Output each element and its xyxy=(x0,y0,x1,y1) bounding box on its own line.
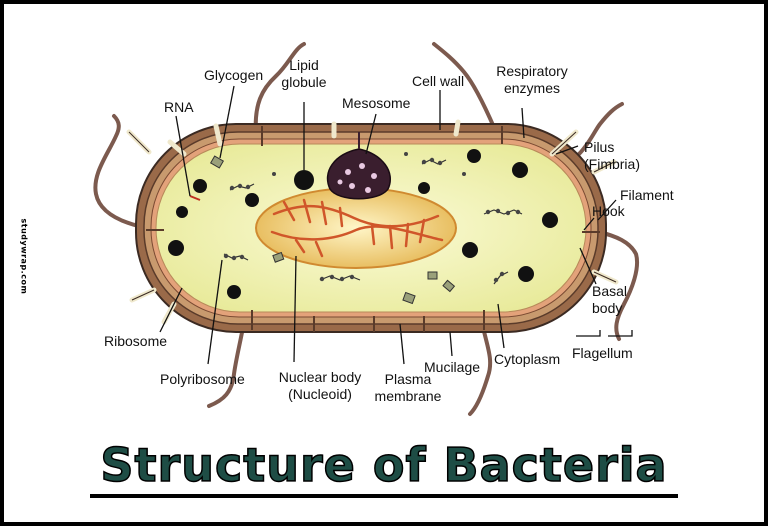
label-glycogen: Glycogen xyxy=(204,67,263,83)
lipid-globule xyxy=(418,182,430,194)
diagram-frame: studywrap.com xyxy=(4,4,764,522)
lipid-globule xyxy=(518,266,534,282)
lipid-globule xyxy=(512,162,528,178)
label-flagellum: Flagellum xyxy=(572,345,633,361)
lipid-globule xyxy=(467,149,481,163)
label-hook: Hook xyxy=(592,203,626,219)
label-mucilage: Mucilage xyxy=(424,359,480,375)
membrane-ticks xyxy=(146,126,600,332)
lipid-globule xyxy=(245,193,259,207)
lipid-globule xyxy=(542,212,558,228)
lipid-globule xyxy=(462,242,478,258)
pilus xyxy=(213,123,223,147)
label-cell-wall: Cell wall xyxy=(412,73,464,89)
page-title: Structure of Bacteria xyxy=(90,437,678,498)
ribosome-dots xyxy=(223,152,521,283)
lipid-globule xyxy=(227,285,241,299)
label-cytoplasm: Cytoplasm xyxy=(494,351,560,367)
label-pilus: Pilus(Fimbria) xyxy=(584,139,640,172)
lipid-globule xyxy=(176,206,188,218)
label-polyribosome: Polyribosome xyxy=(160,371,245,387)
pilus xyxy=(453,119,461,137)
lipid-globule xyxy=(168,240,184,256)
label-ribosome: Ribosome xyxy=(104,333,167,349)
flagella xyxy=(93,42,639,416)
rna-strand xyxy=(189,195,201,201)
label-mesosome: Mesosome xyxy=(342,95,411,111)
nucleoid xyxy=(255,187,457,269)
label-rna: RNA xyxy=(164,99,194,115)
flagellum-right xyxy=(597,230,639,341)
lipid-globule xyxy=(193,179,207,193)
flagellum-left xyxy=(93,114,154,231)
title-wrapper: Structure of Bacteria xyxy=(4,437,764,498)
flagellum-top-right xyxy=(432,42,498,134)
pili-lines xyxy=(128,131,617,301)
flagellum-top-left xyxy=(253,42,306,136)
lipid-globule xyxy=(294,170,314,190)
lipid-globules xyxy=(168,149,558,299)
flagellum-bottom-left xyxy=(207,320,246,408)
label-nuclear-body: Nuclear body(Nucleoid) xyxy=(279,369,362,402)
label-filament: Filament xyxy=(620,187,674,203)
mesosome xyxy=(326,132,391,200)
flagellum-bottom-right xyxy=(468,320,493,416)
leader-lines xyxy=(159,85,633,365)
flagellum-right-top xyxy=(577,102,624,156)
glycogen-granules xyxy=(209,155,456,305)
